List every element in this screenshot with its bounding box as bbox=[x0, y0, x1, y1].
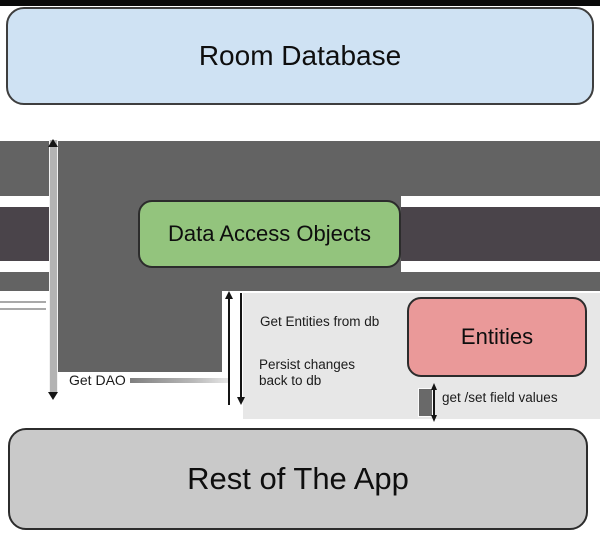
entities-label: Entities bbox=[460, 324, 534, 349]
persist-changes-label-line2: back to db bbox=[259, 373, 322, 388]
arrow-up-icon bbox=[48, 139, 58, 147]
arrow-down-icon bbox=[237, 397, 245, 405]
dao-label: Data Access Objects bbox=[168, 221, 371, 246]
get-dao-arrow-bar bbox=[49, 140, 58, 392]
dao-box: Data Access Objects bbox=[138, 200, 401, 268]
artifact-line bbox=[0, 301, 46, 303]
artifact-line bbox=[0, 308, 46, 310]
getset-arrow-line bbox=[433, 388, 435, 416]
getset-connector-bar bbox=[418, 388, 433, 417]
persist-changes-label-line1: Persist changes bbox=[259, 357, 356, 372]
getset-field-values-label: get /set field values bbox=[442, 390, 558, 405]
persist-arrow-line bbox=[240, 293, 242, 398]
letterbox-bar bbox=[0, 0, 600, 6]
entities-box: Entities bbox=[407, 297, 587, 377]
get-dao-label: Get DAO bbox=[69, 372, 126, 388]
room-database-box: Room Database bbox=[6, 7, 594, 105]
room-database-label: Room Database bbox=[198, 40, 402, 71]
arrow-down-icon bbox=[431, 415, 437, 422]
arrow-up-icon bbox=[225, 291, 233, 299]
rest-of-app-label: Rest of The App bbox=[187, 461, 409, 496]
arrow-up-icon bbox=[431, 383, 437, 390]
rest-of-app-box: Rest of The App bbox=[8, 428, 588, 530]
connector-line bbox=[130, 378, 228, 383]
get-entities-arrow-line bbox=[228, 297, 230, 405]
arrow-down-icon bbox=[48, 392, 58, 400]
get-entities-label: Get Entities from db bbox=[260, 314, 380, 329]
